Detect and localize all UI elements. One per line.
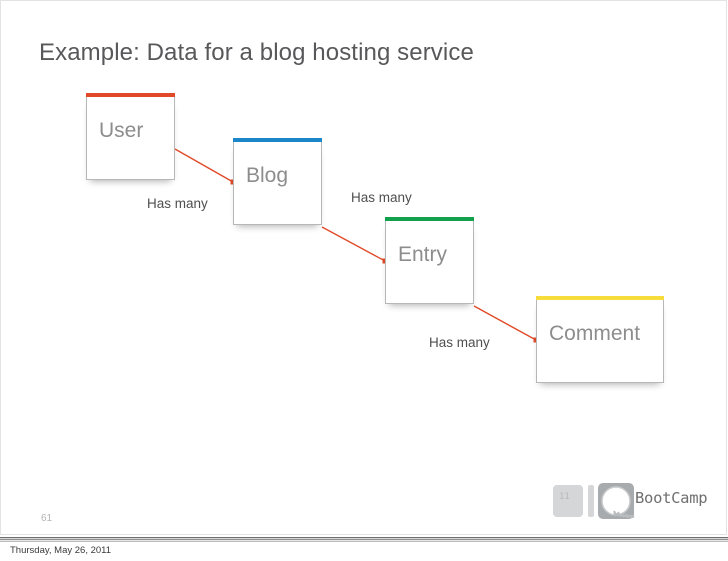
entity-name-label: Blog — [246, 164, 289, 187]
entity-box-comment[interactable]: Comment — [536, 296, 664, 383]
logo-mark-icon — [553, 483, 635, 519]
presentation-slide: Example: Data for a blog hosting service… — [0, 0, 727, 535]
entity-accent-bar — [86, 93, 175, 97]
entity-accent-bar — [536, 296, 664, 300]
logo-mark-label: 11 — [559, 492, 570, 502]
entity-name-label: Entry — [398, 243, 448, 266]
relationship-label: Has many — [351, 190, 412, 205]
entity-box-user[interactable]: User — [86, 93, 175, 180]
footer-divider — [0, 536, 728, 543]
slide-page-number: 61 — [41, 513, 53, 524]
entity-box-entry[interactable]: Entry — [385, 217, 474, 304]
entity-accent-bar — [233, 138, 322, 142]
footer-date: Thursday, May 26, 2011 — [10, 545, 112, 556]
entity-name-label: User — [99, 119, 144, 142]
relationship-label: Has many — [429, 335, 490, 350]
entity-name-label: Comment — [549, 322, 641, 345]
bootcamp-logo: 11 BootCamp — [550, 479, 710, 523]
connector-line-0 — [174, 148, 234, 183]
connector-line-1 — [321, 226, 386, 262]
logo-brand-text: BootCamp — [635, 489, 708, 507]
entity-box-blog[interactable]: Blog — [233, 138, 322, 225]
relationship-label: Has many — [147, 196, 208, 211]
entity-accent-bar — [385, 217, 474, 221]
connector-layer — [174, 148, 539, 343]
page-title: Example: Data for a blog hosting service — [39, 39, 474, 66]
